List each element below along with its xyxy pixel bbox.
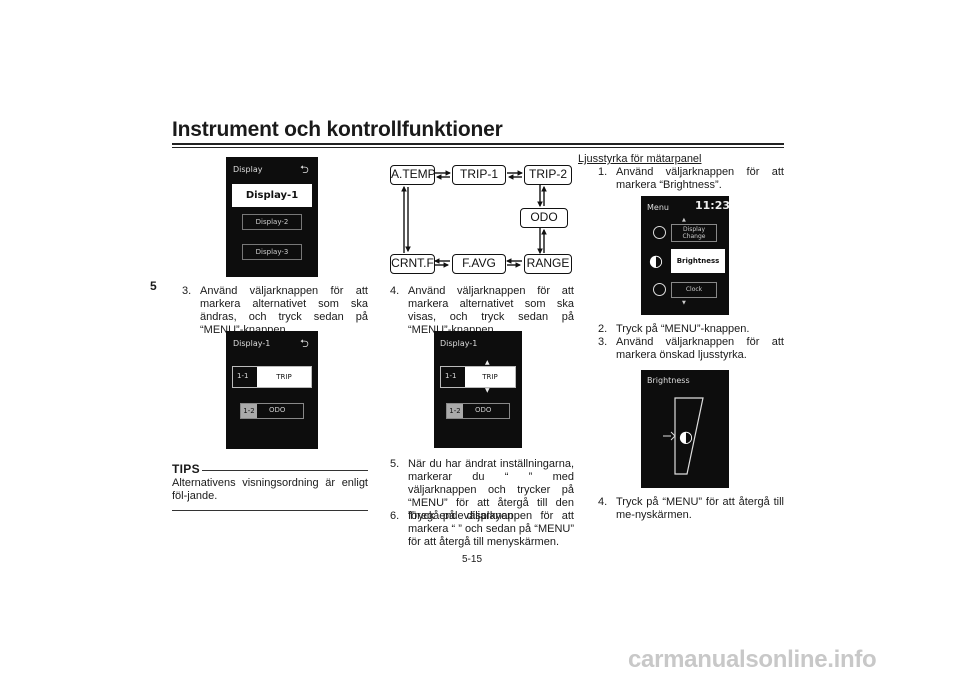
brightness-icon: ◐: [679, 427, 693, 446]
diagram-node-trip-1: TRIP-1: [452, 165, 506, 185]
row-value-selected: TRIP: [465, 367, 515, 387]
diagram-arrows: [401, 170, 547, 268]
chevron-down-icon: ▼: [682, 300, 686, 306]
row-1-1: 1-1 TRIP ▲ ▼: [440, 359, 516, 394]
clock-icon: [653, 283, 666, 296]
selected-option: Display-1: [232, 184, 312, 207]
option-display-3: Display-3: [242, 244, 302, 260]
chevron-down-icon: ▼: [485, 387, 490, 394]
instruction-step: 1. Använd väljarknappen för att markera …: [598, 166, 784, 191]
tips-bottom-divider: [172, 510, 368, 511]
screen-title: Menu: [647, 203, 669, 212]
display-1-screen: Display-1 ⮌ 1-1 TRIP 1-2 ODO: [226, 331, 318, 449]
display-change-icon: [653, 226, 666, 239]
header-divider-thin: [172, 147, 784, 148]
menu-screen: Menu 11:23 ▲ Display Change ◐ Brightness…: [641, 196, 731, 315]
page-title: Instrument och kontrollfunktioner: [172, 118, 503, 141]
diagram-node-range: RANGE: [524, 254, 572, 274]
tips-text: Alternativens visningsordning är enligt …: [172, 477, 368, 502]
display-1-edit-screen: Display-1 1-1 TRIP ▲ ▼ 1-2 ODO: [434, 331, 522, 448]
back-icon: ⮌: [300, 163, 309, 176]
menu-item-clock: Clock: [651, 282, 717, 298]
watermark-url: carmanualsonline.info: [628, 646, 877, 673]
instruction-step: 3. Använd väljarknappen för att markera …: [182, 285, 368, 336]
instruction-step: 2. Tryck på “MENU”-knappen.: [598, 323, 750, 335]
instruction-step: 6. Tryck på väljarknappen för att marker…: [390, 510, 574, 548]
back-icon: ⮌: [300, 337, 309, 350]
diagram-node-trip-2: TRIP-2: [524, 165, 572, 185]
menu-item-brightness-selected: ◐ Brightness: [643, 249, 725, 273]
row-value-selected: TRIP: [257, 367, 311, 387]
diagram-node-a-temp: A.TEMP: [390, 165, 436, 185]
chapter-number: 5: [150, 279, 157, 293]
instruction-step: 3. Använd väljarknappen för att markera …: [598, 336, 784, 361]
instruction-step: 4. Tryck på “MENU” för att återgå till m…: [598, 496, 784, 521]
tips-divider: [202, 470, 368, 471]
menu-item-display-change: Display Change: [651, 224, 717, 242]
screen-title: Display-1: [233, 339, 271, 348]
display-menu-screen: Display ⮌ Display-1 Display-2 Display-3: [226, 157, 318, 277]
row-1-1: 1-1 TRIP: [232, 366, 312, 388]
page-number: 5-15: [462, 554, 483, 565]
screen-title: Brightness: [647, 376, 690, 385]
header-divider: [172, 143, 784, 145]
tips-label: TIPS: [172, 462, 200, 476]
brightness-icon: ◐: [649, 251, 663, 270]
option-display-2: Display-2: [242, 214, 302, 230]
brightness-screen: Brightness ◐: [641, 370, 729, 488]
chevron-up-icon: ▲: [682, 217, 686, 223]
screen-title: Display-1: [440, 339, 478, 348]
diagram-node-f-avg: F.AVG: [452, 254, 506, 274]
diagram-node-odo: ODO: [520, 208, 568, 228]
instruction-step: 4. Använd väljarknappen för att markera …: [390, 285, 574, 336]
row-1-2: 1-2 ODO: [240, 403, 304, 419]
brightness-level-bar: [663, 397, 704, 475]
section-heading: Ljusstyrka för mätarpanel: [578, 153, 702, 165]
clock-time: 11:23: [695, 199, 731, 212]
chevron-up-icon: ▲: [485, 359, 490, 366]
screen-title: Display: [233, 165, 263, 174]
row-1-2: 1-2 ODO: [446, 403, 510, 419]
instruction-step: 5. När du har ändrat inställningarna, ma…: [390, 458, 574, 522]
display-order-diagram: A.TEMP TRIP-1 TRIP-2 ODO CRNT.F F.AVG RA…: [388, 160, 574, 278]
diagram-node-crnt-f: CRNT.F: [390, 254, 435, 274]
